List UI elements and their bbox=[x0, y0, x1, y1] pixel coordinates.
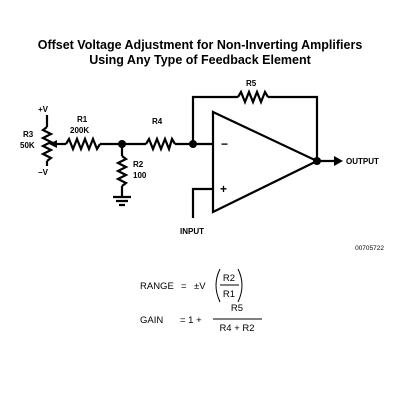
pot-neg-supply-label: −V bbox=[38, 168, 49, 177]
range-equals: = bbox=[181, 281, 187, 292]
gain-label: GAIN bbox=[140, 315, 163, 326]
wire-feedback-left bbox=[191, 95, 238, 144]
pot-wiper-arrow bbox=[49, 140, 57, 148]
r3-value-label: 50K bbox=[20, 141, 35, 150]
pot-pos-supply-label: +V bbox=[38, 105, 49, 114]
r2-name-label: R2 bbox=[133, 160, 144, 169]
range-right-paren bbox=[237, 268, 243, 303]
r3-potentiometer bbox=[40, 126, 54, 162]
range-label: RANGE bbox=[140, 281, 174, 292]
inverting-input-sign: − bbox=[221, 137, 228, 151]
r1-resistor bbox=[65, 136, 101, 152]
r5-resistor bbox=[237, 89, 269, 105]
range-numerator: R2 bbox=[223, 273, 235, 284]
input-label: INPUT bbox=[180, 227, 204, 236]
r1-value-label: 200K bbox=[70, 126, 89, 135]
title-line-2: Using Any Type of Feedback Element bbox=[89, 53, 311, 67]
noninverting-input-sign: + bbox=[220, 182, 227, 196]
gain-equals-one-plus: = 1 + bbox=[180, 315, 202, 326]
r3-name-label: R3 bbox=[23, 130, 34, 139]
wire-feedback-right bbox=[268, 95, 319, 161]
ground-symbol bbox=[113, 195, 131, 207]
range-pm-v: ±V bbox=[194, 281, 206, 292]
r4-name-label: R4 bbox=[152, 117, 163, 126]
output-label: OUTPUT bbox=[346, 157, 379, 166]
gain-numerator: R5 bbox=[231, 303, 243, 314]
output-arrow bbox=[334, 156, 343, 166]
range-left-paren bbox=[215, 268, 221, 303]
range-denominator: R1 bbox=[223, 289, 235, 300]
r4-resistor bbox=[145, 136, 176, 153]
r2-value-label: 100 bbox=[133, 171, 147, 180]
op-amp-triangle bbox=[211, 110, 320, 214]
r1-name-label: R1 bbox=[77, 115, 88, 124]
title-line-1: Offset Voltage Adjustment for Non-Invert… bbox=[37, 38, 363, 52]
gain-denominator: R4 + R2 bbox=[219, 323, 254, 334]
r2-resistor bbox=[115, 155, 129, 187]
wire-input-to-noninv bbox=[191, 187, 213, 218]
r5-name-label: R5 bbox=[246, 79, 257, 88]
figure-id-label: 00705722 bbox=[355, 245, 384, 252]
